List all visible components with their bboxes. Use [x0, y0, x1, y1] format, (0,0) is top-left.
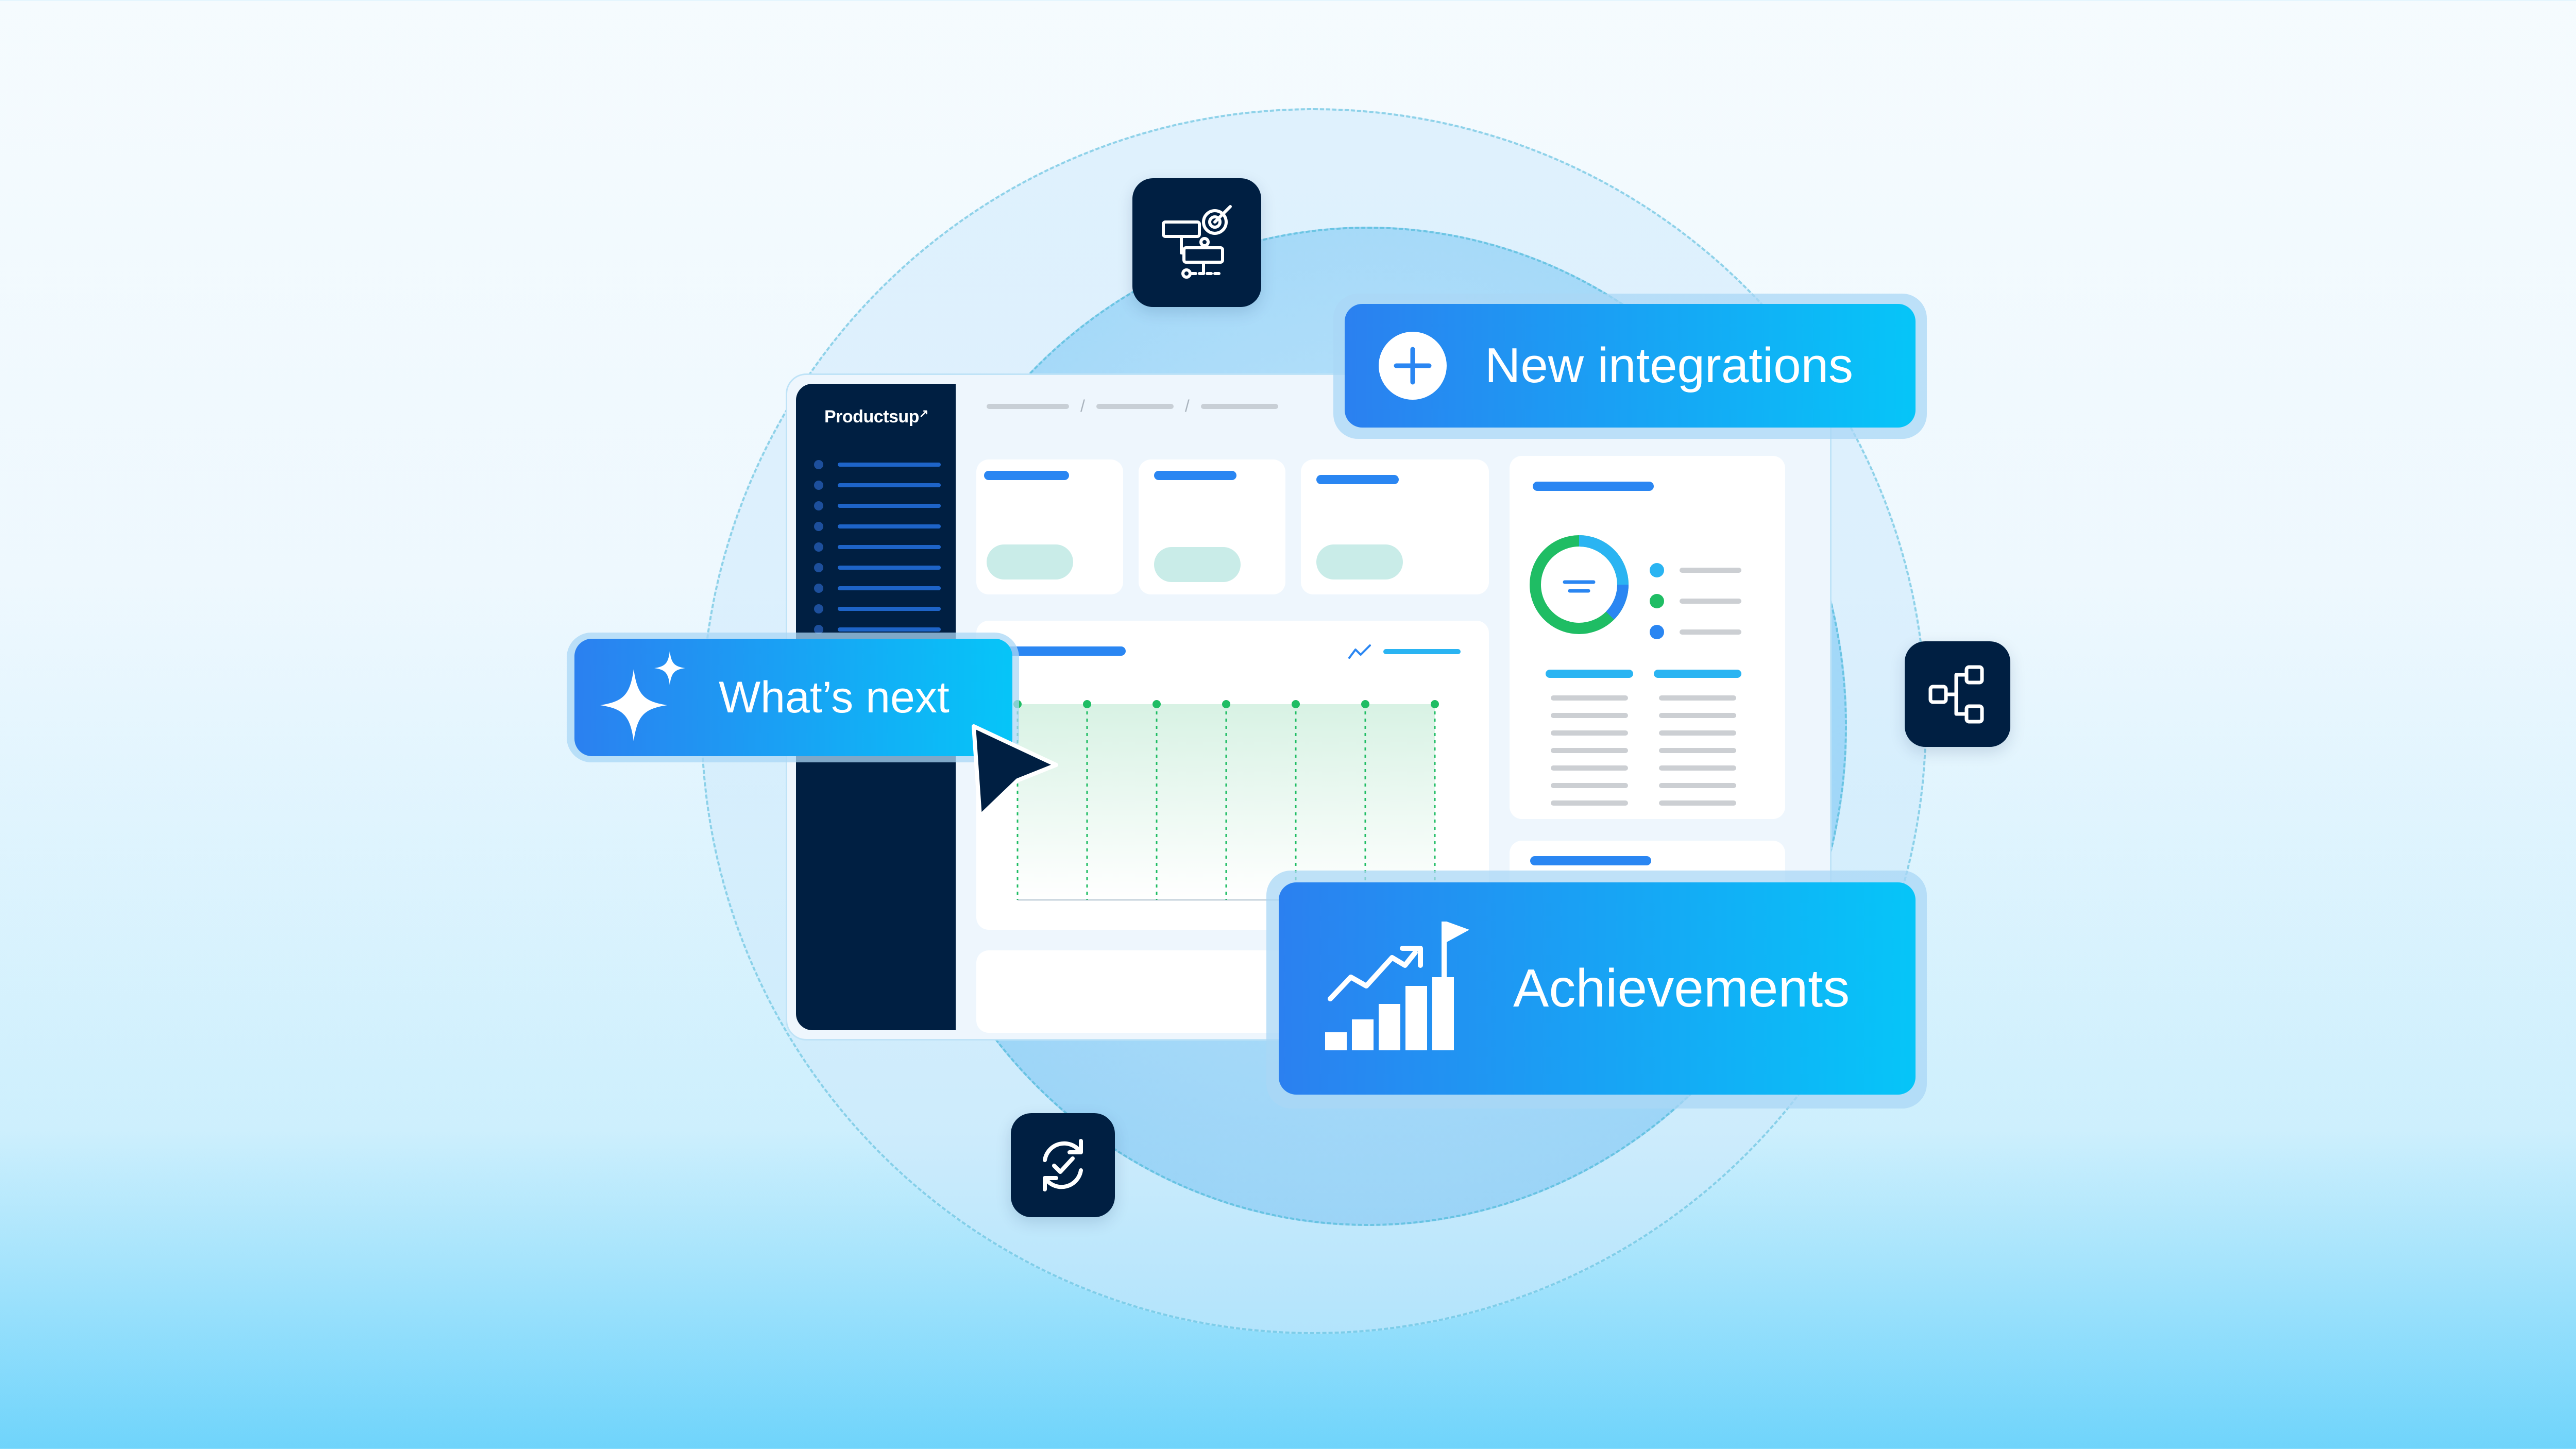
- sidebar-item[interactable]: [814, 537, 943, 557]
- achievements-label: Achievements: [1513, 958, 1850, 1018]
- breadcrumb: / /: [987, 397, 1278, 416]
- growth-chart-flag-icon: [1325, 922, 1469, 1050]
- new-integrations-button[interactable]: New integrations: [1345, 304, 1916, 428]
- donut-chart: [1530, 535, 1629, 634]
- donut-legend: [1650, 555, 1741, 647]
- sync-tile[interactable]: [1011, 1113, 1115, 1217]
- sync-check-icon: [1043, 1139, 1083, 1191]
- donut-card: [1510, 456, 1785, 819]
- whats-next-label: What’s next: [719, 672, 950, 722]
- brand-logo: Productsup↗: [824, 407, 928, 427]
- kpi-card[interactable]: [1139, 459, 1285, 594]
- kpi-card[interactable]: [976, 459, 1123, 594]
- sidebar-item[interactable]: [814, 475, 943, 496]
- table-column: [1551, 695, 1628, 806]
- brand-logo-text: Productsup: [824, 407, 919, 427]
- roadmap-target-icon: [1162, 205, 1232, 279]
- sparkle-icon: [600, 651, 685, 741]
- roadmap-tile[interactable]: [1132, 178, 1261, 307]
- sidebar-item[interactable]: [814, 516, 943, 537]
- whats-next-button[interactable]: What’s next: [574, 639, 1012, 756]
- kpi-card[interactable]: [1301, 459, 1489, 594]
- brand-logo-mark-icon: ↗: [919, 407, 928, 420]
- workflow-nodes-icon: [1928, 665, 1984, 723]
- trend-icon: [1348, 644, 1371, 659]
- achievements-button[interactable]: Achievements: [1279, 882, 1916, 1095]
- sidebar-item[interactable]: [814, 619, 943, 640]
- bottom-card: [976, 950, 1306, 1033]
- sidebar-item[interactable]: [814, 599, 943, 619]
- sidebar-item[interactable]: [814, 454, 943, 475]
- sidebar-item[interactable]: [814, 496, 943, 516]
- sidebar-item[interactable]: [814, 578, 943, 599]
- sidebar-nav: [814, 454, 943, 640]
- table-column: [1659, 695, 1736, 806]
- chart-plot: [1013, 700, 1439, 901]
- plus-circle-icon: [1379, 332, 1447, 400]
- sidebar-item[interactable]: [814, 557, 943, 578]
- workflow-tile[interactable]: [1905, 641, 2010, 747]
- new-integrations-label: New integrations: [1485, 338, 1854, 393]
- chart-card: [976, 621, 1489, 930]
- cursor-arrow-icon: [972, 724, 1058, 819]
